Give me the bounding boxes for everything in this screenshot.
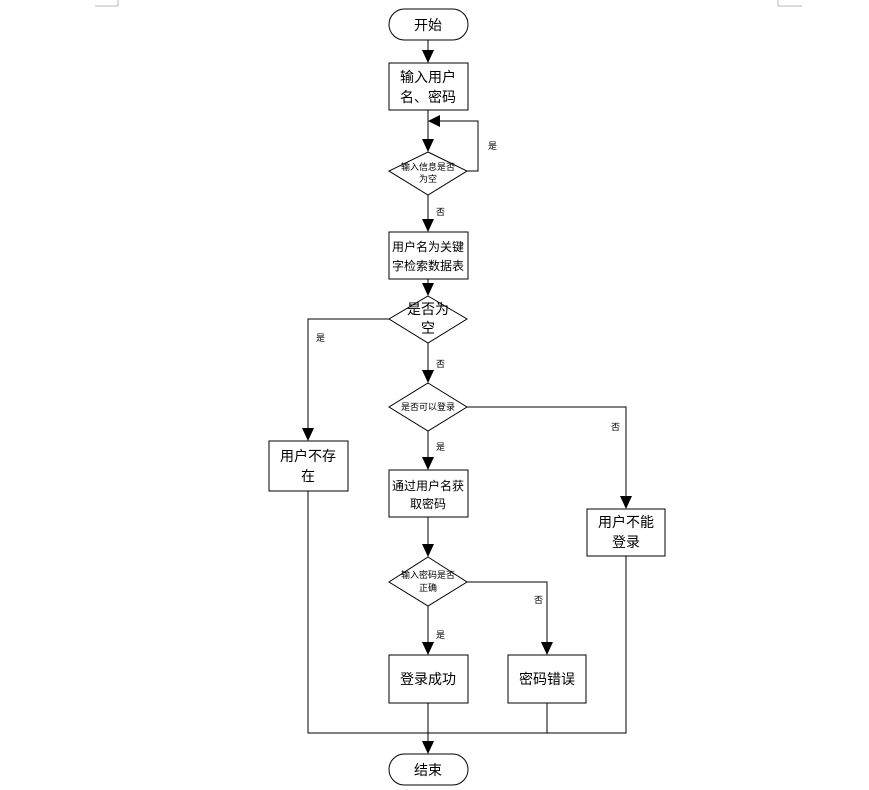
user-not-exist-label-line2: 在 (301, 469, 315, 485)
password-error-box (507, 654, 587, 704)
query-db-label-line2: 字检索数据表 (392, 258, 464, 273)
can-login-label: 是否可以登录 (401, 402, 455, 413)
user-not-exist-label-line1: 用户不存 (280, 448, 336, 465)
edge-label-empty-result-yes: 是 (316, 333, 325, 344)
can-login-decision (388, 382, 468, 432)
empty-result-label-line1: 是否为 (407, 302, 449, 318)
edge-label-password-yes: 是 (436, 630, 445, 641)
input-user-box (388, 62, 469, 111)
arrowheads (302, 50, 632, 754)
empty-input-decision (387, 151, 469, 196)
page-corner-marks (95, 0, 802, 7)
get-password-label-line1: 通过用户名获 (392, 478, 464, 493)
connectors (307, 40, 627, 748)
cannot-login-label-line2: 登录 (612, 535, 640, 551)
password-check-decision (388, 556, 468, 607)
empty-result-label-line2: 空 (421, 321, 435, 337)
get-password-box (388, 469, 469, 518)
edge-label-password-no: 否 (534, 595, 543, 606)
shapes (268, 8, 666, 786)
node-labels: 开始 输入用户 名、密码 输入信息是否 为空 用户名为关键 字检索数据表 是否为… (280, 18, 654, 779)
empty-input-label-line1: 输入信息是否 (401, 161, 455, 173)
login-success-label: 登录成功 (400, 672, 456, 688)
start-terminal (388, 8, 469, 41)
get-password-label-line2: 取密码 (410, 496, 446, 511)
password-check-label-line2: 正确 (419, 582, 437, 594)
user-not-exist-box (268, 440, 349, 492)
end-terminal (388, 753, 469, 786)
edge-label-can-login-no: 否 (611, 422, 620, 433)
password-error-label: 密码错误 (519, 671, 575, 688)
empty-input-label-line2: 为空 (419, 173, 437, 185)
input-user-label-line2: 名、密码 (400, 89, 456, 106)
end-label: 结束 (414, 763, 442, 779)
cannot-login-label-line1: 用户不能 (598, 514, 654, 531)
start-label: 开始 (414, 18, 442, 34)
query-db-label-line1: 用户名为关键 (392, 239, 464, 254)
cannot-login-box (586, 508, 666, 557)
empty-result-decision (388, 295, 468, 344)
edge-label-empty-input-yes: 是 (488, 141, 497, 152)
password-check-label-line1: 输入密码是否 (401, 569, 455, 581)
edge-label-empty-result-no: 否 (436, 359, 445, 370)
edge-labels: 是 否 是 否 是 否 是 否 (316, 141, 620, 641)
edge-label-empty-input-no: 否 (436, 207, 445, 218)
input-user-label-line1: 输入用户 (400, 69, 456, 86)
edge-label-can-login-yes: 是 (436, 442, 445, 453)
query-db-box (388, 231, 469, 280)
login-success-box (388, 654, 469, 704)
